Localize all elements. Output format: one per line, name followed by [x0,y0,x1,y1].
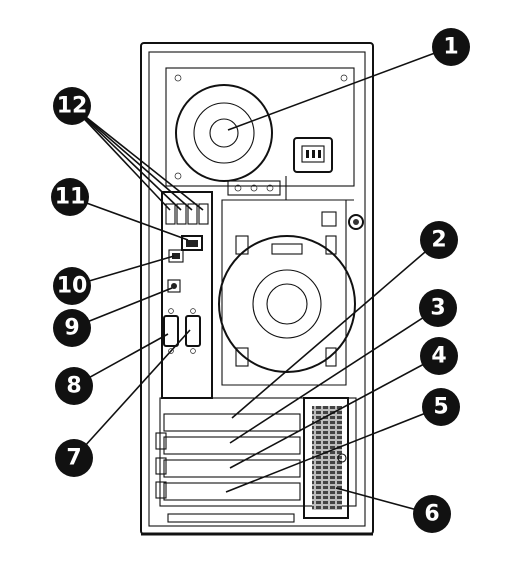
svg-text:1: 1 [443,35,458,60]
expansion-slot-cover-4 [155,481,301,501]
callout-3: 3 [419,289,457,327]
expansion-slot-cover-1 [155,413,301,450]
callout-12: 12 [53,87,91,125]
power-cord-connector [293,137,333,173]
callout-4: 4 [420,337,458,375]
slot-retainer [303,397,349,519]
callout-1: 1 [432,28,470,66]
callout-7: 7 [55,439,93,477]
svg-text:6: 6 [424,502,439,527]
io-panel [161,191,213,399]
video-port [185,308,201,354]
svg-text:3: 3 [430,296,445,321]
callout-8: 8 [55,367,93,405]
svg-text:5: 5 [433,395,448,420]
svg-text:8: 8 [66,374,81,399]
callout-11: 11 [51,178,89,216]
callout-2: 2 [420,221,458,259]
svg-text:10: 10 [57,274,88,299]
mouse-keyboard-port [167,279,181,293]
system-fan [218,199,364,386]
expansion-slots [155,397,357,523]
vent-strip [167,513,295,523]
svg-text:12: 12 [57,94,88,119]
svg-text:9: 9 [64,316,79,341]
usb-ports [165,203,209,225]
callout-5: 5 [422,388,460,426]
svg-text:11: 11 [55,185,86,210]
svg-text:7: 7 [66,446,81,471]
management-port [168,249,184,263]
svg-text:2: 2 [431,228,446,253]
callout-6: 6 [413,495,451,533]
network-port [181,235,203,251]
expansion-slot-cover-2 [163,436,301,455]
power-supply [165,67,355,201]
svg-text:4: 4 [431,344,446,369]
expansion-slot-cover-3 [155,457,301,478]
callout-10: 10 [53,267,91,305]
serial-port [163,308,179,354]
leader-lines [69,46,452,515]
callout-9: 9 [53,309,91,347]
chassis [140,42,374,536]
